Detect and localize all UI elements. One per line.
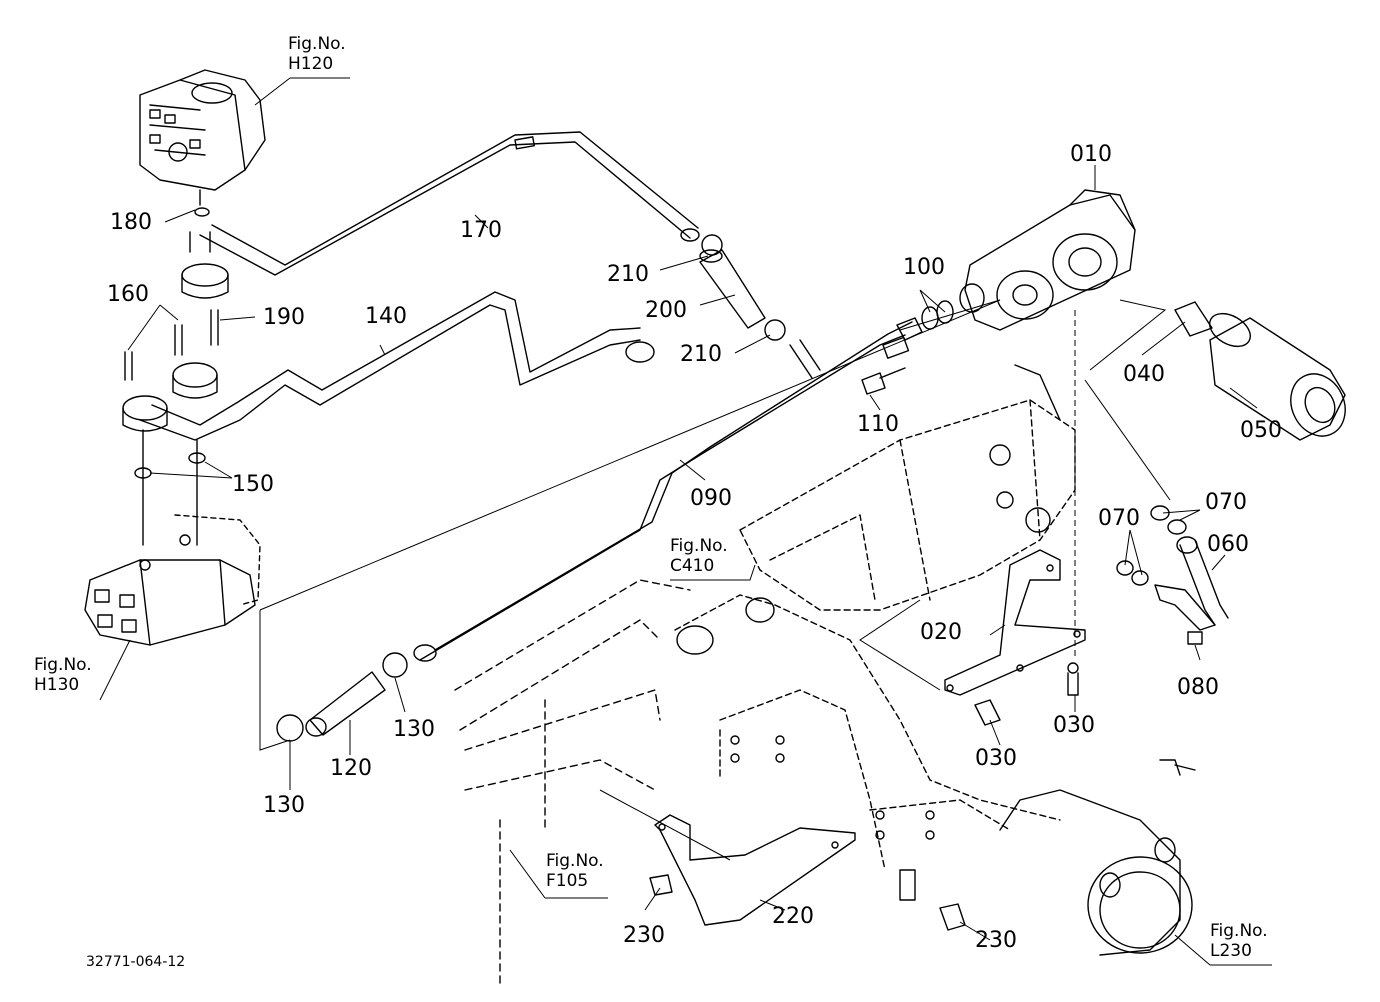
callout-230-a: 230: [623, 923, 665, 948]
callout-050: 050: [1240, 418, 1282, 443]
callout-120: 120: [330, 756, 372, 781]
pipe-170: [200, 132, 699, 275]
figref-c410-code: C410: [670, 556, 715, 577]
bracket-220: [650, 815, 965, 930]
clamps: [277, 235, 820, 741]
callout-210-b: 210: [680, 342, 722, 367]
filter-050: [1175, 302, 1355, 445]
figref-f105-label: Fig.No.: [546, 851, 604, 871]
callout-210-a: 210: [607, 262, 649, 287]
callout-110: 110: [857, 412, 899, 437]
figref-l230-label: Fig.No.: [1210, 921, 1268, 941]
fittings-left: [123, 190, 228, 545]
figref-f105-code: F105: [546, 871, 589, 892]
callout-180: 180: [110, 210, 152, 235]
frame-rails: [455, 580, 690, 985]
callout-030-a: 030: [975, 746, 1017, 771]
callout-020: 020: [920, 620, 962, 645]
callout-090: 090: [690, 486, 732, 511]
transmission-details: [990, 365, 1060, 532]
callout-040: 040: [1123, 362, 1165, 387]
callout-150: 150: [232, 472, 274, 497]
callout-230-b: 230: [975, 928, 1017, 953]
leader-lines: [100, 78, 1272, 965]
callout-070-b: 070: [1098, 506, 1140, 531]
filter-head-010: [922, 190, 1135, 330]
front-axle-l230: [1000, 760, 1195, 955]
pipe-140: [140, 292, 654, 440]
callout-010: 010: [1070, 142, 1112, 167]
transmission-housing: [740, 400, 1075, 610]
callout-160: 160: [107, 282, 149, 307]
bolt-110: [862, 368, 905, 394]
callout-170: 170: [460, 218, 502, 243]
figref-c410-label: Fig.No.: [670, 536, 728, 556]
callout-030-b: 030: [1053, 713, 1095, 738]
figref-f105: Fig.No. F105: [546, 851, 604, 892]
callout-200: 200: [645, 298, 687, 323]
figref-h120: Fig.No. H120: [288, 34, 346, 75]
figref-h120-label: Fig.No.: [288, 34, 346, 54]
figref-l230: Fig.No. L230: [1210, 921, 1268, 962]
callout-130-a: 130: [393, 717, 435, 742]
callout-080: 080: [1177, 675, 1219, 700]
axle-details: [677, 598, 934, 839]
hose-200: [700, 250, 765, 328]
figref-h120-code: H120: [288, 54, 334, 75]
figref-h130: Fig.No. H130: [34, 655, 92, 696]
figref-c410: Fig.No. C410: [670, 536, 728, 577]
figref-h130-code: H130: [34, 675, 80, 696]
callout-060: 060: [1207, 532, 1249, 557]
pipe-060: [1117, 506, 1228, 644]
bracket-020: [945, 550, 1085, 725]
callout-190: 190: [263, 305, 305, 330]
callout-140: 140: [365, 304, 407, 329]
figref-h130-label: Fig.No.: [34, 655, 92, 675]
document-id: 32771-064-12: [86, 954, 186, 970]
pump-h120: [140, 70, 265, 190]
pump-h130: [85, 515, 260, 645]
pipe-090: [414, 318, 922, 661]
front-axle-bracket: [675, 595, 1060, 870]
hose-120: [306, 672, 385, 736]
callout-220: 220: [772, 904, 814, 929]
figref-l230-code: L230: [1210, 941, 1252, 962]
callout-070-a: 070: [1205, 490, 1247, 515]
callout-100: 100: [903, 255, 945, 280]
callout-130-b: 130: [263, 793, 305, 818]
